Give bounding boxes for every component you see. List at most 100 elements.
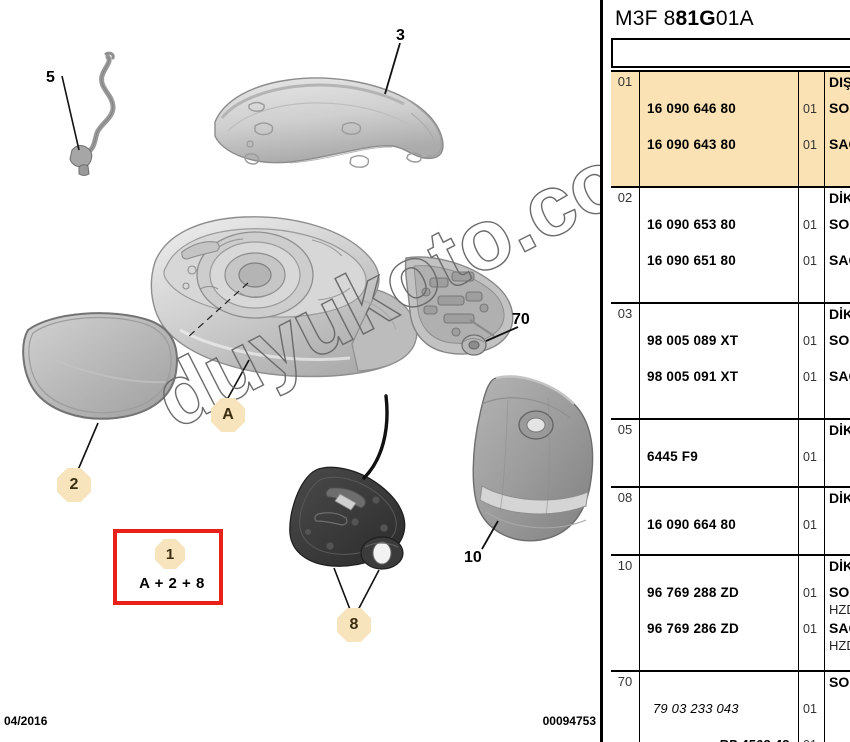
row-padding [611,476,850,486]
row-index: 05 [617,422,633,437]
part-number: RP 4503 43 [719,737,789,742]
column-divider [824,304,825,418]
part-number: 16 090 643 80 [647,137,736,152]
part-line[interactable]: 16 090 646 8001SOL [611,92,850,128]
column-divider [824,488,825,554]
parts-table-rows: 01 DIŞ D 16 090 646 8001SOL 16 090 643 80 01… [611,70,850,742]
part-description: SOL [829,332,850,348]
row-group-heading: DİKİZ [829,190,850,206]
row-index: 01 [617,74,633,89]
badge-callout-8: 8 [337,608,371,642]
part-description: SAĞ [829,252,850,268]
part-line[interactable]: 98 005 089 XT01SOL [611,324,850,360]
column-divider [639,304,640,418]
row-group-heading: DIŞ D [829,74,850,90]
code-suffix: 01A [715,7,754,30]
part-number: 79 03 233 043 [653,701,739,716]
part-line[interactable]: 6445 F9 01 [611,440,850,476]
part-quantity: 01 [803,254,817,268]
column-divider [639,188,640,302]
label-callout-70: 70 [512,311,530,328]
part-quantity: 01 [803,450,817,464]
badge-callout-2: 2 [57,468,91,502]
part-number: 6445 F9 [647,449,698,464]
row-padding [611,164,850,186]
column-divider [798,420,799,486]
row-padding [611,280,850,302]
part-line[interactable]: 16 090 643 80 01 SAĞ [611,128,850,164]
code-prefix: M3F 8 [615,7,676,30]
part-quantity: 01 [803,738,817,742]
part-number: 98 005 089 XT [647,333,739,348]
table-row[interactable]: 02 DİKİZ 16 090 653 8001SOL 16 090 651 80 01… [611,186,850,302]
footer-date: 04/2016 [4,714,48,728]
row-padding [611,648,850,670]
table-row[interactable]: 01 DIŞ D 16 090 646 8001SOL 16 090 643 80 01… [611,70,850,186]
illustration-panel: duyukoto.com 5 3 70 10 2 A 8 1 A + 2 + 8… [4,27,600,729]
part-quantity: 01 [803,138,817,152]
column-divider [639,488,640,554]
row-padding [611,396,850,418]
part-number: 16 090 653 80 [647,217,736,232]
table-row[interactable]: 05 DİKİZ 6445 F9 01 [611,418,850,486]
column-divider [798,304,799,418]
row-index: 02 [617,190,633,205]
part-line[interactable]: 96 769 286 ZD01SAĞHZD - [611,612,850,653]
row-index: 08 [617,490,633,505]
part-quantity: 01 [803,102,817,116]
column-divider [824,420,825,486]
part-number: 16 090 664 80 [647,517,736,532]
part-grommet-8 [360,536,404,570]
part-line[interactable]: 96 769 288 ZD01SOLHZD - [611,576,850,617]
column-divider [639,420,640,486]
label-callout-3: 3 [396,27,405,44]
part-mirror-mount-plate [404,256,519,356]
row-index: 70 [617,674,633,689]
note-formula: A + 2 + 8 [139,575,205,592]
row-padding [611,544,850,554]
part-description: SAĞ [829,620,850,636]
exploded-parts-drawing [22,42,594,613]
table-header-blank-row [611,38,850,68]
part-number: 16 090 651 80 [647,253,736,268]
column-divider [798,72,799,186]
part-trim-cover-10 [472,375,594,550]
part-line[interactable]: RP 4503 43 01 [611,728,850,742]
code-bold: 81G [675,7,716,30]
part-quantity: 01 [803,586,817,600]
part-line[interactable]: 98 005 091 XT01SAĞ [611,360,850,396]
column-divider [639,672,640,742]
part-connector-cable [362,394,389,480]
part-mirror-assembly-a [150,216,418,399]
column-divider [824,72,825,186]
part-description: SOL [829,216,850,232]
part-line[interactable]: 16 090 651 80 01 SAĞ [611,244,850,280]
row-index: 03 [617,306,633,321]
part-nut-70 [461,334,487,356]
part-number: 96 769 286 ZD [647,621,739,636]
part-description: SAĞ [829,136,850,152]
part-description: SOL [829,584,850,600]
row-index: 10 [617,558,633,573]
column-divider [824,188,825,302]
column-divider [798,672,799,742]
part-line[interactable]: 16 090 653 8001SOL [611,208,850,244]
part-line[interactable]: 79 03 233 043 01 [611,692,850,728]
part-quantity: 01 [803,702,817,716]
part-gasket-seal-8 [289,466,406,613]
row-group-heading: DİKİZ [829,490,850,506]
column-divider [798,556,799,670]
row-group-heading: DİKİZ [829,422,850,438]
part-mirror-cap-3 [214,42,444,168]
column-divider [798,188,799,302]
row-part-lines: 16 090 653 8001SOL 16 090 651 80 01 SAĞ [611,188,850,302]
table-row[interactable]: 10DİKİZ96 769 288 ZD01SOLHZD -96 769 286… [611,554,850,670]
part-number: 96 769 288 ZD [647,585,739,600]
badge-note-callout-1: 1 [155,539,185,569]
table-row[interactable]: 03DİKİZ98 005 089 XT01SOL98 005 091 XT01… [611,302,850,418]
